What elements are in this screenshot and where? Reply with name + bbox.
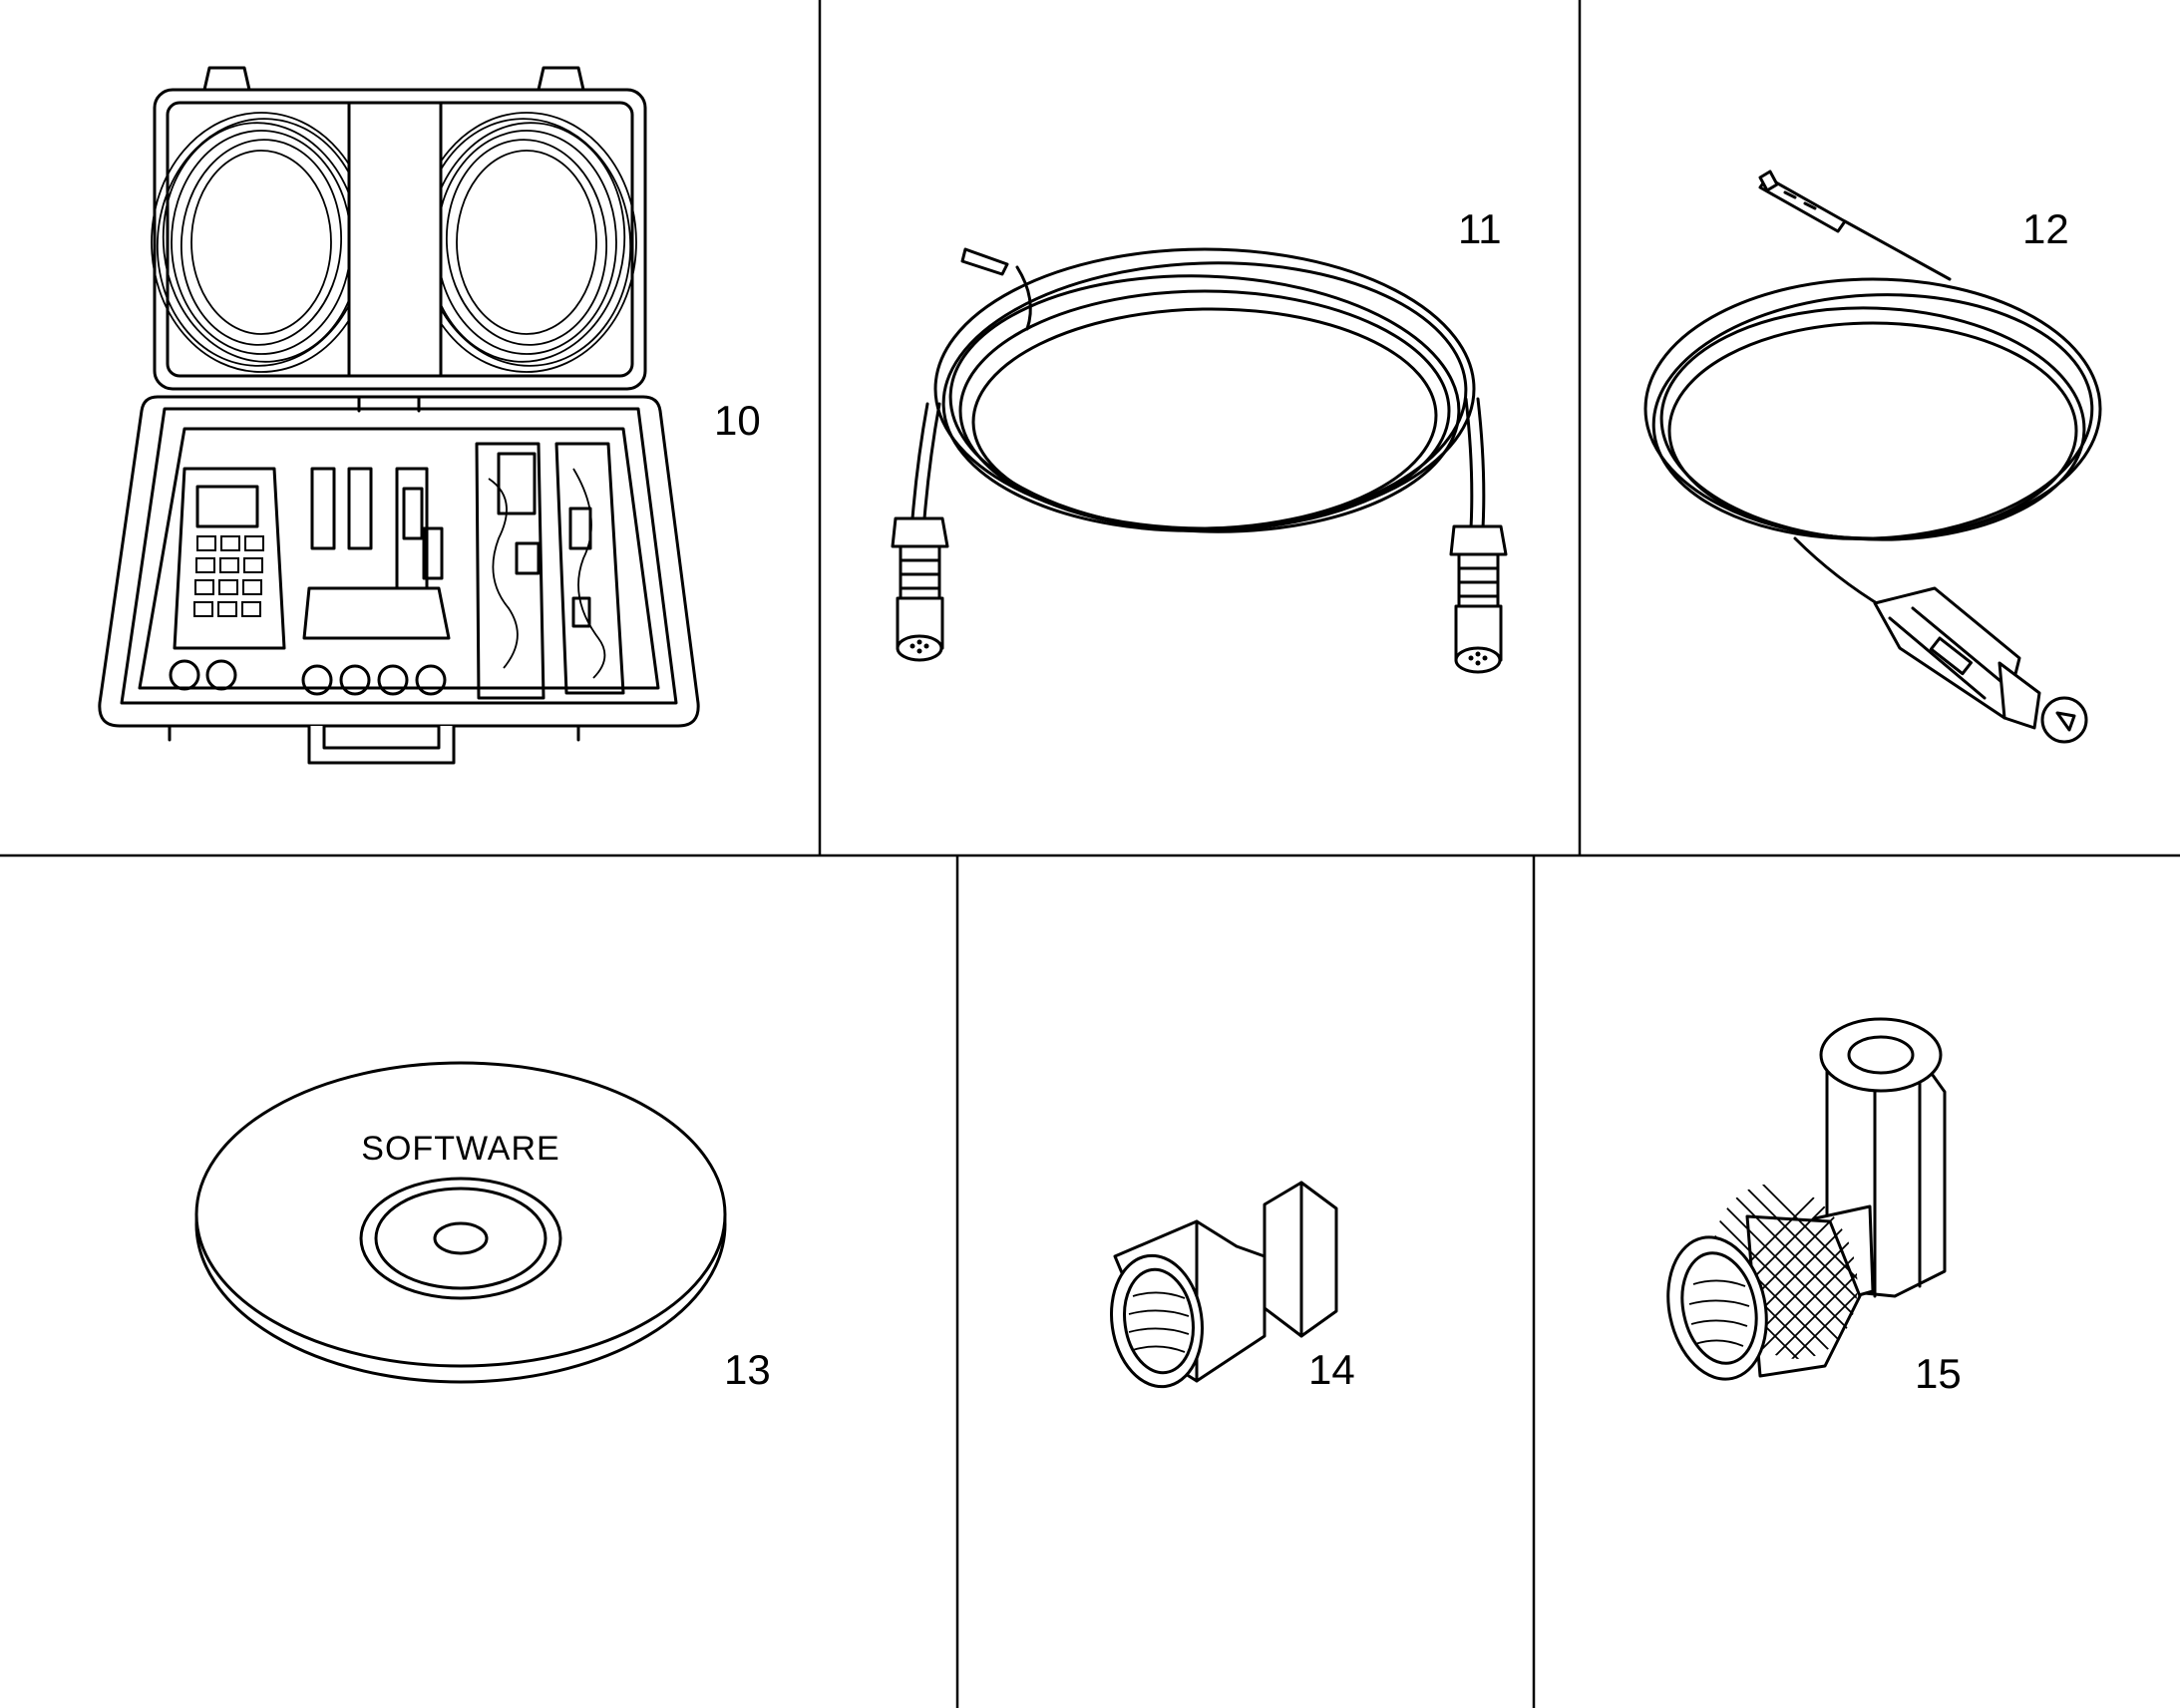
callout-12: 12 bbox=[2022, 205, 2069, 252]
callout-10: 10 bbox=[714, 397, 761, 444]
callout-15: 15 bbox=[1915, 1350, 1962, 1397]
extension-cable-illustration bbox=[891, 247, 1508, 674]
disc-label: SOFTWARE bbox=[361, 1130, 559, 1168]
power-cable-illustration bbox=[1643, 170, 2102, 744]
software-disc-illustration: SOFTWARE bbox=[194, 1061, 727, 1384]
adapter-illustration bbox=[1110, 1181, 1338, 1389]
angle-adapter-illustration bbox=[1666, 1017, 1947, 1381]
callout-11: 11 bbox=[1458, 205, 1502, 252]
callout-13: 13 bbox=[724, 1346, 771, 1393]
callout-14: 14 bbox=[1308, 1346, 1355, 1393]
case-illustration bbox=[98, 66, 700, 765]
